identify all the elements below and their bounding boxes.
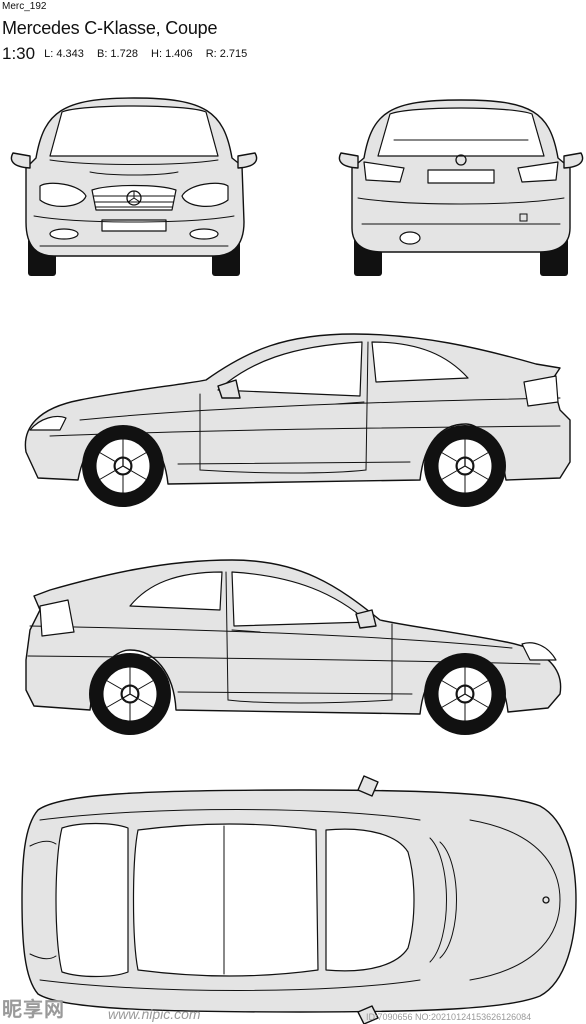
- side-left-door-line: [199, 341, 369, 474]
- top-right-mirror: [357, 1005, 379, 1024]
- width-value: B: 1.728: [96, 48, 138, 60]
- drawing-code: Merc_192: [2, 1, 47, 12]
- watermark-url: www.nipic.com: [108, 1006, 201, 1022]
- front-left-headlight: [39, 182, 87, 207]
- front-windshield: [49, 105, 219, 157]
- front-right-headlight: [181, 182, 229, 207]
- front-right-foglight: [189, 228, 219, 240]
- rear-bumper-lines: [357, 197, 565, 225]
- side-right-front-window: [231, 571, 369, 627]
- rear-window: [377, 107, 545, 157]
- side-left-mirror: [217, 379, 241, 399]
- side-left-door-handle: [335, 401, 365, 405]
- front-star-points: [127, 190, 141, 203]
- top-star-emblem: [542, 896, 550, 904]
- side-right-taillight: [39, 599, 75, 637]
- scale-ratio: 1:30: [2, 44, 36, 63]
- rear-right-mirror: [563, 152, 584, 169]
- front-bumper-line: [33, 215, 235, 247]
- side-right-headlight: [521, 642, 557, 661]
- front-left-foglight: [49, 228, 79, 240]
- top-rear-window: [55, 822, 129, 978]
- side-left-rear-window: [371, 341, 469, 383]
- height-value: H: 1.406: [151, 48, 193, 60]
- side-right-rear-wheel: [88, 652, 172, 736]
- rear-left-mirror: [338, 152, 359, 169]
- top-left-mirror: [357, 775, 379, 797]
- front-license-plate: [101, 219, 167, 232]
- front-right-mirror: [237, 152, 258, 169]
- side-left-rear-wheel: [423, 424, 507, 508]
- top-roof-panel: [132, 823, 319, 977]
- side-right-mirror: [355, 609, 377, 629]
- rear-left-taillight: [363, 161, 405, 183]
- dimension-specs: 1:30 L: 4.343 B: 1.728 H: 1.406 R: 2.715: [2, 44, 257, 64]
- side-left-shoulder-line: [79, 397, 561, 421]
- side-right-door-handle: [231, 629, 261, 633]
- side-right-door-line: [225, 571, 393, 704]
- rear-license-plate: [427, 169, 495, 184]
- length-value: L: 4.343: [44, 48, 84, 60]
- side-left-taillight: [523, 375, 559, 407]
- top-hood-shape: [469, 819, 561, 981]
- rear-reflector: [519, 213, 528, 222]
- top-view: [21, 775, 577, 1024]
- top-trunk-lines: [29, 840, 57, 960]
- top-windshield: [325, 828, 415, 972]
- side-left-front-window: [217, 341, 363, 397]
- top-hood-vents: [429, 837, 457, 963]
- front-view: [10, 97, 258, 276]
- rear-star-emblem: [455, 154, 467, 166]
- rear-right-taillight: [517, 161, 559, 183]
- drawing-title: Mercedes C-Klasse, Coupe: [2, 18, 218, 38]
- wheelbase-value: R: 2.715: [205, 48, 248, 60]
- side-right-shoulder-line: [29, 625, 513, 649]
- front-left-mirror: [10, 152, 31, 169]
- top-beltline: [39, 809, 421, 991]
- watermark-id: ID:7090656 NO:20210124153626126084: [366, 1012, 532, 1022]
- rear-exhaust: [399, 231, 421, 245]
- side-right-rear-window: [129, 571, 223, 611]
- side-left-front-wheel: [81, 424, 165, 508]
- rear-view: [338, 99, 584, 276]
- side-right-front-wheel: [423, 652, 507, 736]
- front-hood-lines: [49, 159, 219, 176]
- side-left-headlight: [29, 415, 67, 431]
- side-view-left: [24, 333, 571, 508]
- watermark-logo: 昵享网: [2, 999, 65, 1021]
- side-view-right: [25, 559, 562, 736]
